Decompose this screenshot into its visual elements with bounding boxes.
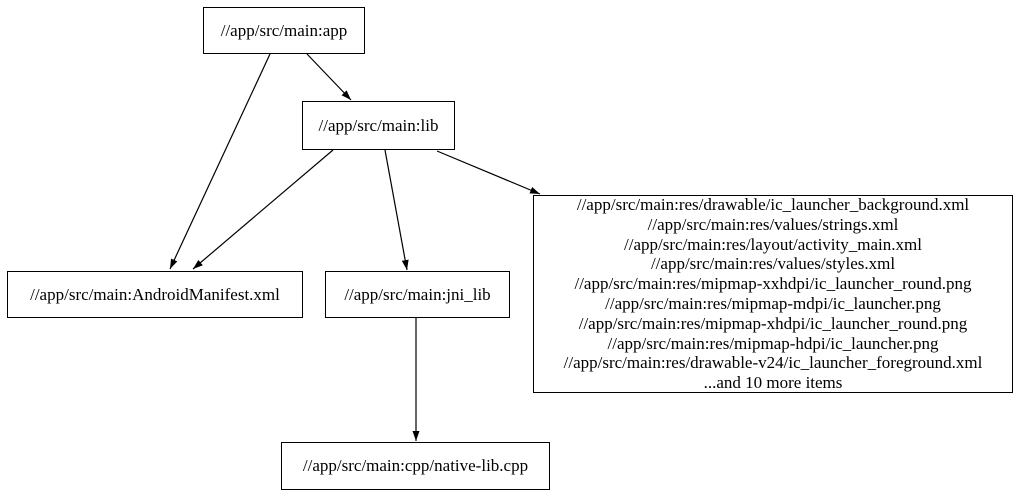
resource-item: //app/src/main:res/values/styles.xml bbox=[650, 254, 896, 274]
resource-item: //app/src/main:res/layout/activity_main.… bbox=[624, 234, 922, 254]
resource-item: //app/src/main:res/drawable-v24/ic_launc… bbox=[563, 353, 983, 373]
graph-node-jni-lib[interactable]: //app/src/main:jni_lib bbox=[325, 271, 510, 318]
resource-item: //app/src/main:res/mipmap-xxhdpi/ic_laun… bbox=[574, 274, 972, 294]
edge-app-to-lib bbox=[306, 53, 352, 101]
resource-more-items: ...and 10 more items bbox=[703, 373, 843, 393]
edge-lib-to-manifest bbox=[192, 149, 334, 270]
edge-lib-to-jni_lib bbox=[384, 149, 409, 271]
graph-node-native-lib-cpp[interactable]: //app/src/main:cpp/native-lib.cpp bbox=[281, 442, 550, 490]
edges-group bbox=[169, 53, 541, 441]
resource-item: //app/src/main:res/mipmap-xhdpi/ic_launc… bbox=[578, 313, 968, 333]
resource-item: //app/src/main:res/values/strings.xml bbox=[647, 214, 899, 234]
resource-item: //app/src/main:res/mipmap-mdpi/ic_launch… bbox=[605, 294, 941, 313]
graph-node-app[interactable]: //app/src/main:app bbox=[203, 7, 365, 54]
resource-item: //app/src/main:res/drawable/ic_launcher_… bbox=[576, 195, 970, 215]
graph-node-jni-lib-label: //app/src/main:jni_lib bbox=[344, 284, 491, 304]
graph-node-resources[interactable]: //app/src/main:res/drawable/ic_launcher_… bbox=[533, 195, 1013, 393]
edge-lib-to-res bbox=[436, 150, 541, 195]
graph-node-native-lib-cpp-label: //app/src/main:cpp/native-lib.cpp bbox=[302, 456, 529, 475]
graph-node-lib[interactable]: //app/src/main:lib bbox=[302, 101, 455, 150]
graph-node-lib-label: //app/src/main:lib bbox=[318, 115, 439, 135]
graph-node-app-label: //app/src/main:app bbox=[220, 20, 348, 40]
graph-node-androidmanifest[interactable]: //app/src/main:AndroidManifest.xml bbox=[7, 271, 303, 318]
edge-app-to-manifest bbox=[169, 53, 271, 270]
graph-node-androidmanifest-label: //app/src/main:AndroidManifest.xml bbox=[30, 284, 280, 304]
resource-item: //app/src/main:res/mipmap-hdpi/ic_launch… bbox=[607, 333, 939, 353]
